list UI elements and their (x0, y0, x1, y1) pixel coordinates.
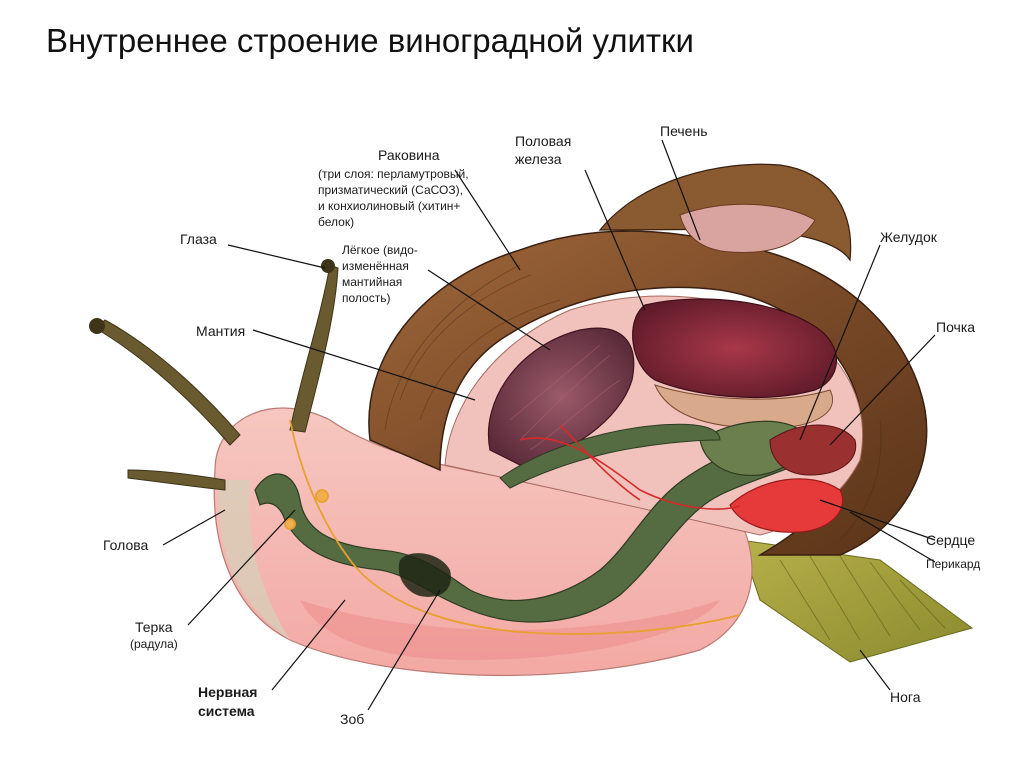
intestine (499, 423, 721, 489)
label-pericard: Перикард (926, 557, 980, 571)
lung-vessels (509, 344, 621, 451)
kidney (769, 424, 857, 476)
label-foot: Нога (890, 689, 921, 705)
body-inner-tint (300, 600, 720, 660)
nerve-system (284, 419, 741, 635)
label-radula-1: Терка (135, 619, 173, 635)
eye-dot-upper (321, 259, 335, 273)
label-lung-4: полость) (342, 291, 390, 305)
label-gonad-2: железа (515, 151, 562, 167)
label-eyes: Глаза (180, 231, 217, 247)
label-shell-desc-3: и конхиолиновый (хитин+ (318, 199, 460, 213)
label-lung-1: Лёгкое (видо- (342, 243, 418, 257)
page-title: Внутреннее строение виноградной улитки (46, 22, 694, 59)
foot-shape (739, 539, 974, 663)
label-shell: Раковина (378, 147, 440, 163)
liver (632, 298, 837, 398)
label-lung-3: мантийная (342, 275, 402, 289)
label-lung-2: изменённая (342, 259, 409, 273)
label-shell-desc-1: (три слоя: перламутровый, (318, 167, 469, 181)
blood-vessels (519, 424, 741, 510)
liver-lower (654, 384, 833, 429)
shell-growth-lines (384, 264, 882, 541)
head-shading (219, 480, 290, 640)
eye-dot-lower (89, 318, 105, 334)
small-tentacle (127, 469, 226, 491)
heart (729, 478, 844, 533)
label-liver: Печень (660, 123, 708, 139)
label-head: Голова (103, 537, 149, 553)
shell-spire-inner (679, 203, 816, 253)
label-stomach: Желудок (880, 229, 938, 245)
label-gonad-1: Половая (515, 133, 571, 149)
label-mantle: Мантия (196, 323, 245, 339)
label-radula-2: (радула) (130, 637, 178, 651)
crop (398, 553, 451, 597)
upper-tentacle (289, 264, 339, 433)
label-nerve-1: Нервная (198, 684, 257, 700)
label-heart: Сердце (926, 532, 975, 548)
label-nerve-2: система (198, 703, 255, 719)
label-crop: Зоб (340, 711, 364, 727)
foot-stripes (779, 555, 946, 641)
label-shell-desc-4: белок) (318, 215, 354, 229)
label-kidney: Почка (936, 319, 975, 335)
leader-lines (162, 139, 936, 711)
label-shell-desc-2: призматический (СаСОЗ), (318, 183, 463, 197)
snail-body (213, 407, 753, 677)
lower-tentacle (94, 319, 241, 446)
shell-outer (368, 230, 928, 556)
